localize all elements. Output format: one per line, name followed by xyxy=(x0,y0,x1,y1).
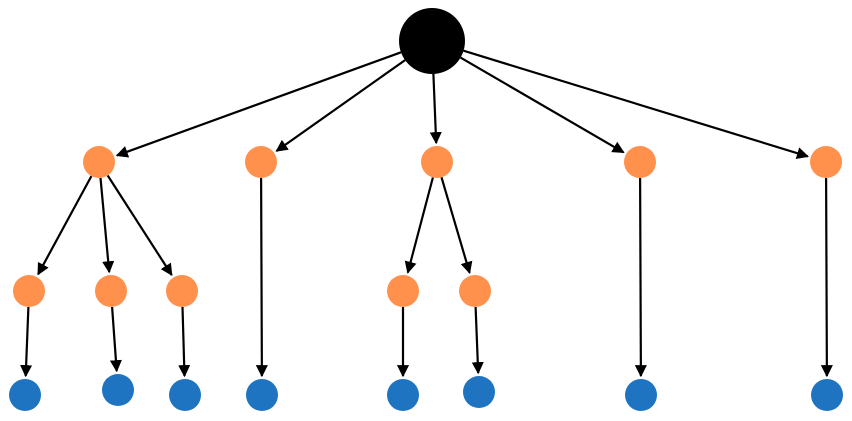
edge-a-to-a3 xyxy=(106,174,173,277)
leaf-node-c1x xyxy=(387,379,419,411)
leaf-node-c2x xyxy=(463,376,495,408)
nodes-layer xyxy=(9,8,843,411)
edge-c-to-c1 xyxy=(404,177,434,274)
level2-node-a2 xyxy=(95,275,127,307)
level1-node-e xyxy=(810,146,842,178)
edge-c-to-c2 xyxy=(440,176,473,274)
edge-root-to-b xyxy=(275,59,406,152)
leaf-node-a1x xyxy=(9,379,41,411)
edge-a-to-a2 xyxy=(99,177,115,274)
level1-node-d xyxy=(624,146,656,178)
edge-c2-to-c2x xyxy=(471,306,484,375)
edge-b-to-bx xyxy=(255,177,268,378)
edge-d-to-dx xyxy=(634,177,647,378)
level2-node-a1 xyxy=(13,275,45,307)
leaf-node-bx xyxy=(246,379,278,411)
leaf-node-a3x xyxy=(169,379,201,411)
level2-node-c1 xyxy=(387,275,419,307)
level2-node-a3 xyxy=(166,275,198,307)
leaf-node-ex xyxy=(811,379,843,411)
level2-node-c2 xyxy=(459,275,491,307)
edge-root-to-e xyxy=(463,49,809,159)
root-node-root xyxy=(399,8,465,74)
edges-layer xyxy=(20,49,833,378)
edge-a-to-a1 xyxy=(37,175,93,276)
edge-a1-to-a1x xyxy=(20,306,33,378)
edge-a2-to-a2x xyxy=(109,306,122,373)
edge-a3-to-a3x xyxy=(178,306,191,378)
level1-node-b xyxy=(245,146,277,178)
edge-e-to-ex xyxy=(820,177,833,378)
edge-root-to-a xyxy=(115,51,402,158)
level1-node-c xyxy=(421,146,453,178)
edge-root-to-d xyxy=(459,56,625,154)
leaf-node-a2x xyxy=(102,374,134,406)
edge-root-to-c xyxy=(429,73,442,145)
level1-node-a xyxy=(83,146,115,178)
leaf-node-dx xyxy=(625,379,657,411)
